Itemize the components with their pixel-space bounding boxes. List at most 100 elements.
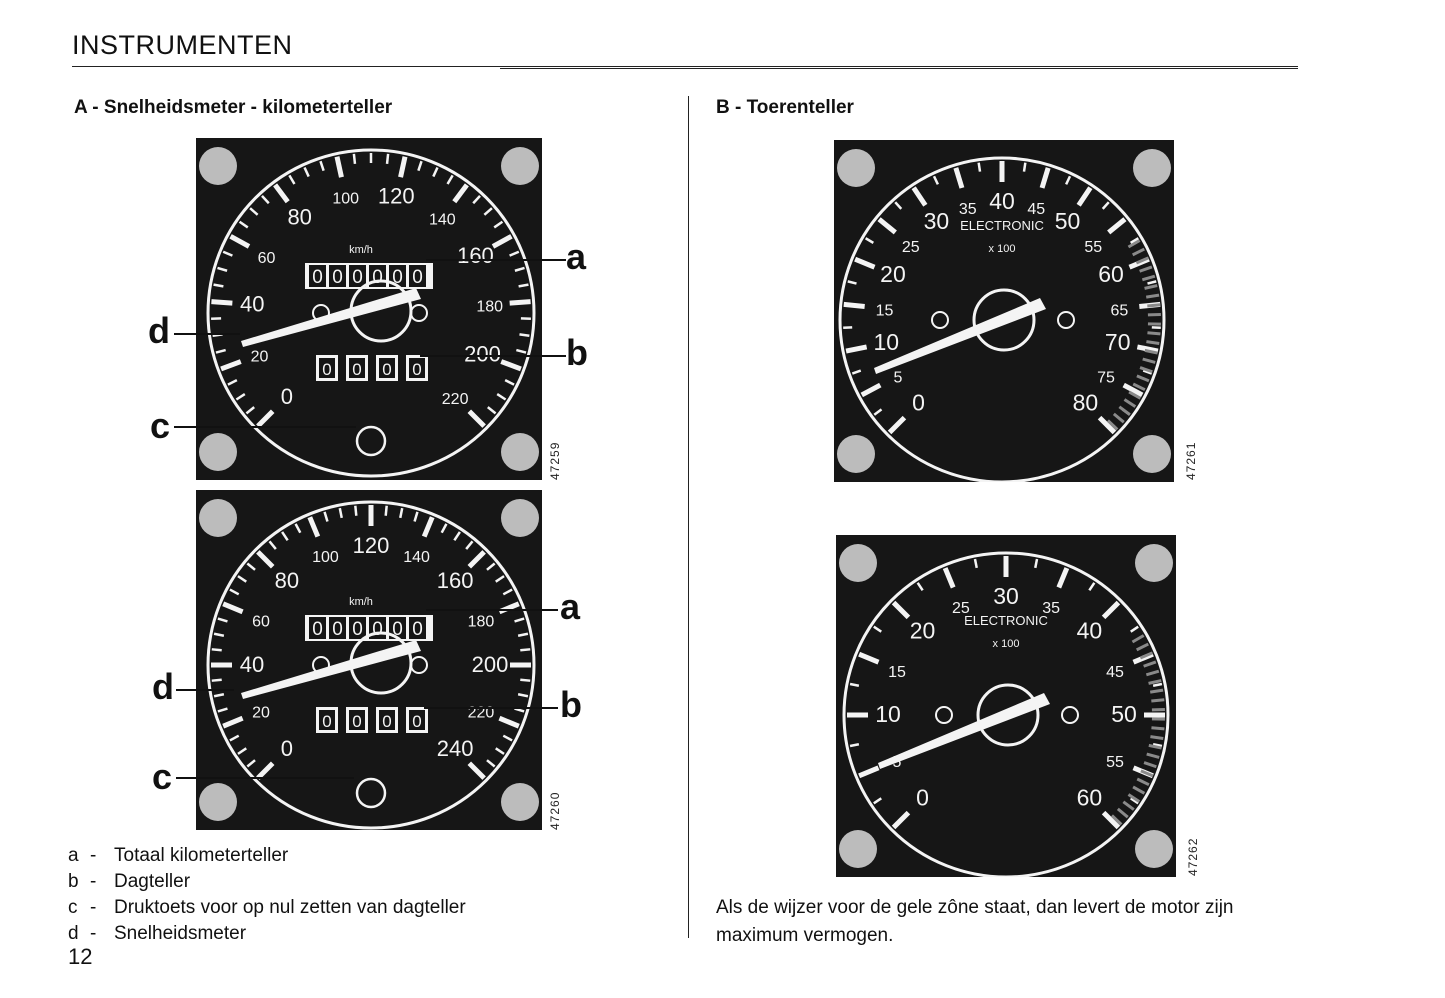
major-tick xyxy=(467,550,486,569)
minor-tick xyxy=(472,195,481,205)
speed-needle xyxy=(241,288,421,347)
trip-digit: 0 xyxy=(382,360,391,379)
odometer-digit-cell xyxy=(389,617,406,639)
callout-c-top: c xyxy=(150,405,171,446)
trip-digit-cell xyxy=(379,358,395,378)
rpm-tick-label: 60 xyxy=(1098,261,1124,287)
rpm-tick-label: 40 xyxy=(1077,618,1103,644)
minor-tick xyxy=(495,747,505,755)
major-tick xyxy=(500,359,522,372)
speed-tick-label: 180 xyxy=(476,299,503,316)
minor-tick xyxy=(1088,582,1096,591)
major-tick xyxy=(854,256,876,270)
callout-d-top: d xyxy=(148,310,170,351)
redline-zone-tick xyxy=(1149,688,1164,694)
major-tick xyxy=(1101,810,1121,830)
trip-digit-cell xyxy=(409,358,425,378)
odometer-digit: 0 xyxy=(312,619,323,640)
minor-tick xyxy=(281,531,289,541)
page-title: INSTRUMENTEN xyxy=(72,30,293,60)
section-a-heading: A - Snelheidsmeter - kilometerteller xyxy=(74,97,393,118)
callout-d-bottom: d xyxy=(152,666,174,707)
redline-zone-tick xyxy=(1144,284,1158,290)
rpm-tick-label: 10 xyxy=(873,329,899,355)
redline-zone-tick xyxy=(1128,390,1142,400)
minor-tick xyxy=(1130,625,1139,633)
minor-tick xyxy=(849,682,860,687)
minor-tick xyxy=(237,747,247,755)
oil-level-icon xyxy=(837,435,875,473)
major-tick xyxy=(845,344,868,354)
minor-tick xyxy=(849,743,860,748)
minor-tick xyxy=(249,207,259,216)
trip-digit: 0 xyxy=(352,360,361,379)
redline-zone-tick xyxy=(1148,743,1162,750)
unit-label: km/h xyxy=(349,244,373,256)
speed-tick-label: 20 xyxy=(251,349,269,366)
minor-tick xyxy=(399,507,404,519)
redline-zone-tick xyxy=(1132,382,1146,392)
callout-line-d-top xyxy=(174,333,240,335)
speed-tick-label: 40 xyxy=(240,652,264,677)
minor-tick xyxy=(514,617,525,623)
speed-tick-label: 140 xyxy=(403,549,430,566)
rpm-tick-label: 30 xyxy=(993,583,1019,609)
minor-tick xyxy=(211,678,222,682)
odometer-digit: 0 xyxy=(352,619,363,640)
redline-zone-tick xyxy=(1131,247,1145,257)
minor-tick xyxy=(213,632,225,637)
minor-tick xyxy=(222,250,233,257)
trip-reset-button xyxy=(355,425,387,457)
odometer-digit: 0 xyxy=(372,619,383,640)
screw-left xyxy=(935,706,953,724)
minor-tick xyxy=(465,540,474,550)
minor-tick xyxy=(514,266,525,272)
rpm-tick-label: 15 xyxy=(888,664,906,681)
column-divider xyxy=(688,96,689,938)
callout-line-b-bottom xyxy=(424,707,558,709)
major-tick xyxy=(256,550,275,569)
rpm-tick-label: 20 xyxy=(910,618,936,644)
major-tick xyxy=(1122,382,1144,398)
minor-tick xyxy=(496,393,507,401)
tachometer-brand: ELECTRONIC xyxy=(964,613,1048,628)
redline-zone-tick xyxy=(1131,634,1145,644)
minor-tick xyxy=(238,220,249,229)
major-tick xyxy=(891,810,911,830)
minor-tick xyxy=(246,759,256,768)
odometer-digit-cell xyxy=(409,617,426,639)
rpm-tick-label: 20 xyxy=(880,261,906,287)
major-tick xyxy=(858,765,880,779)
minor-tick xyxy=(977,162,982,172)
minor-tick xyxy=(246,562,256,571)
minor-tick xyxy=(873,797,882,805)
rpm-tick-label: 5 xyxy=(893,754,902,771)
rpm-multiplier: x 100 xyxy=(993,638,1020,650)
speed-tick-label: 60 xyxy=(252,613,270,630)
redline-zone-tick xyxy=(1147,303,1161,308)
redline-zone-tick xyxy=(1136,777,1150,787)
dial-rim xyxy=(206,148,536,478)
dial-rim xyxy=(842,551,1170,877)
minor-tick xyxy=(288,174,296,185)
rpm-tick-label: 70 xyxy=(1105,329,1131,355)
rpm-tick-label: 65 xyxy=(1111,302,1129,319)
brake-warning-icon xyxy=(1135,544,1173,582)
rpm-tick-label: 55 xyxy=(1084,239,1102,256)
redline-zone-tick xyxy=(1145,669,1160,677)
major-tick xyxy=(1039,167,1051,189)
minor-tick xyxy=(517,632,529,637)
odometer-digit-cell xyxy=(349,265,366,287)
oil-level-icon xyxy=(839,830,877,868)
major-tick xyxy=(509,299,531,306)
trip-digit-cell xyxy=(319,358,335,378)
odometer-digit-cell xyxy=(329,617,346,639)
rpm-tick-label: 35 xyxy=(959,201,977,218)
minor-tick xyxy=(894,201,903,210)
legend-item-d: d-Snelheidsmeter xyxy=(68,923,247,944)
rpm-tick-label: 60 xyxy=(1077,784,1103,810)
minor-tick xyxy=(847,280,857,285)
minor-tick xyxy=(851,369,862,375)
odometer-digit-cell xyxy=(309,617,326,639)
